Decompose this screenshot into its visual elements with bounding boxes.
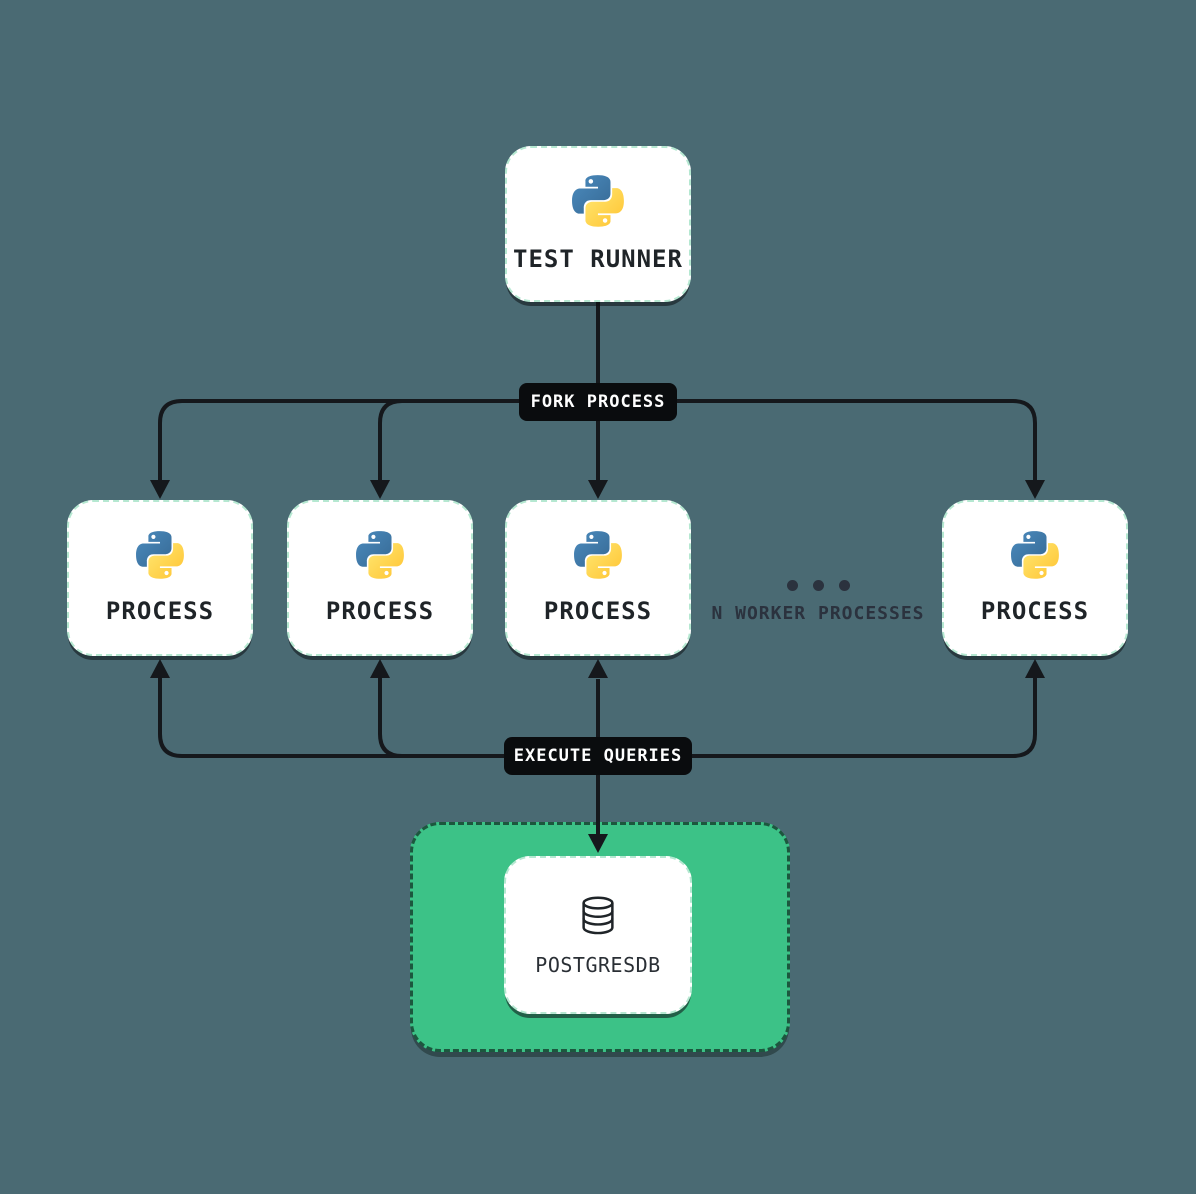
process-label: PROCESS: [543, 597, 653, 625]
test-runner-node: TEST RUNNER: [505, 146, 691, 302]
python-logo-icon: [136, 531, 184, 579]
execute-queries-edge-label: EXECUTE QUERIES: [504, 737, 692, 775]
test-runner-label: TEST RUNNER: [513, 245, 683, 273]
worker-processes-label: N WORKER PROCESSES: [711, 603, 925, 624]
database-icon: [575, 893, 621, 939]
process-label: PROCESS: [105, 597, 215, 625]
python-logo-icon: [356, 531, 404, 579]
fork-process-edge-label: FORK PROCESS: [519, 383, 677, 421]
python-logo-icon: [572, 175, 624, 227]
dot-icon: [812, 580, 824, 591]
process-node-2: PROCESS: [287, 500, 473, 656]
ellipsis-dots: [786, 580, 850, 591]
process-node-4: PROCESS: [942, 500, 1128, 656]
process-label: PROCESS: [325, 597, 435, 625]
worker-processes-annotation: N WORKER PROCESSES: [702, 580, 934, 624]
postgresdb-node: POSTGRESDB: [504, 856, 692, 1014]
dot-icon: [786, 580, 798, 591]
dot-icon: [838, 580, 850, 591]
python-logo-icon: [1011, 531, 1059, 579]
process-node-3: PROCESS: [505, 500, 691, 656]
process-label: PROCESS: [980, 597, 1090, 625]
process-node-1: PROCESS: [67, 500, 253, 656]
postgresdb-label: POSTGRESDB: [535, 953, 661, 977]
python-logo-icon: [574, 531, 622, 579]
